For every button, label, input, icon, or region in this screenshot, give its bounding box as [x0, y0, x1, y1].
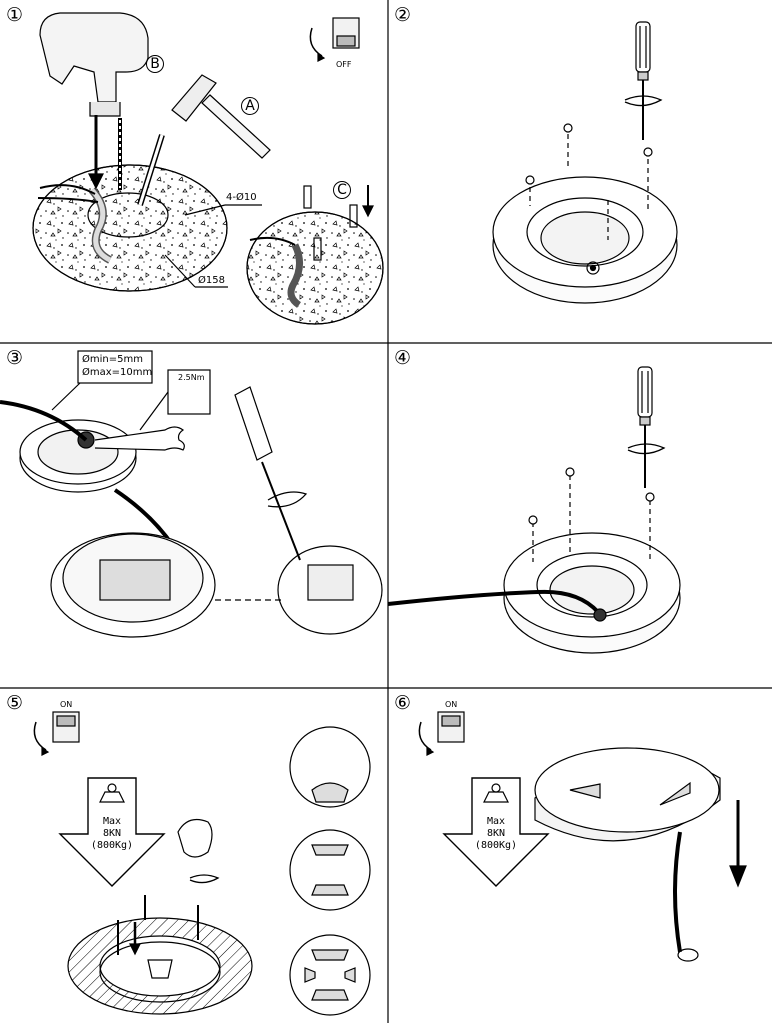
torque-label: 2.5Nm [178, 373, 205, 382]
panel-1-drawing [32, 12, 384, 325]
step-3-number: ③ [6, 347, 24, 369]
tool-b-label: B [146, 55, 164, 73]
load-kg-label-5: (800Kg) [90, 840, 134, 851]
switch-on-label-6: ON [445, 700, 458, 709]
switch-off-label: OFF [336, 60, 352, 69]
cable-max-label: Ømax=10mm [82, 367, 153, 378]
switch-on-label-5: ON [60, 700, 73, 709]
panel-6-drawing [418, 711, 747, 962]
load-kn-label-5: 8KN [102, 828, 122, 839]
step-1-number: ① [6, 4, 24, 26]
holes-label: 4-Ø10 [226, 192, 257, 203]
load-kg-label-6: (800Kg) [474, 840, 518, 851]
step-2-number: ② [394, 4, 412, 26]
diameter-label: Ø158 [198, 275, 225, 286]
panel-2-drawing [492, 21, 678, 304]
step-5-number: ⑤ [6, 692, 24, 714]
tool-c-label: C [333, 181, 351, 199]
panel-4-drawing [387, 366, 681, 654]
panel-5-drawing [33, 711, 371, 1016]
step-4-number: ④ [394, 347, 412, 369]
load-kn-label-6: 8KN [486, 828, 506, 839]
cable-min-label: Ømin=5mm [82, 354, 143, 365]
load-max-label-5: Max [102, 816, 122, 827]
panel-3-drawing [0, 350, 383, 638]
step-6-number: ⑥ [394, 692, 412, 714]
load-max-label-6: Max [486, 816, 506, 827]
tool-a-label: A [241, 97, 259, 115]
